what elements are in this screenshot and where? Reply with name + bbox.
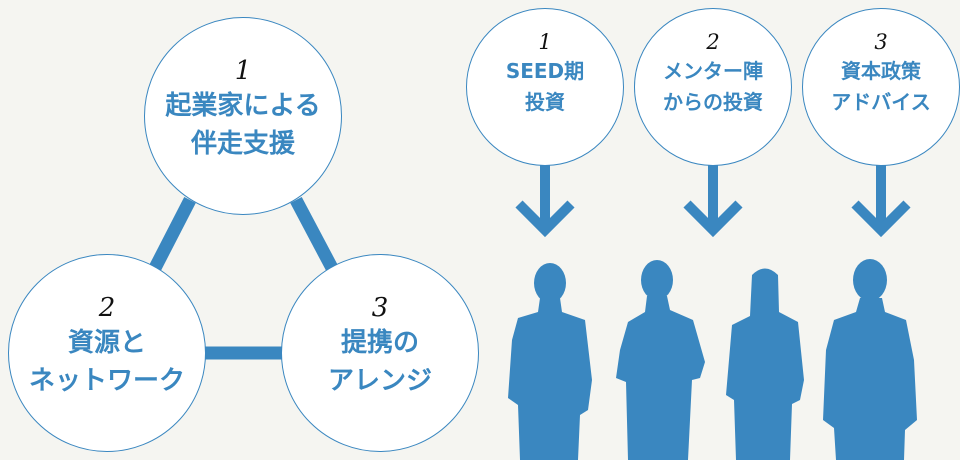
label-line: 伴走支援 [190, 128, 295, 159]
person-silhouette-icon [726, 268, 804, 460]
circle-number: 3 [371, 293, 389, 323]
label-line: ネットワーク [28, 365, 185, 396]
person-silhouette-icon [616, 260, 705, 460]
circle-label: 起業家による伴走支援 [165, 88, 320, 163]
circle-label: 資源とネットワーク [29, 325, 185, 400]
person-silhouette-icon [508, 263, 592, 460]
arrow-down-icon [683, 165, 743, 238]
label-line: 起業家による [165, 91, 321, 121]
circle-number: 1 [234, 56, 252, 86]
label-line: アレンジ [327, 365, 432, 396]
label-line: からの投資 [663, 90, 763, 114]
triangle-circle-1: 1 起業家による伴走支援 [144, 17, 342, 215]
circle-number: 2 [98, 293, 116, 323]
circle-label: 提携のアレンジ [328, 325, 432, 400]
circle-number: 3 [874, 30, 888, 54]
connector-1-3 [290, 196, 338, 272]
label-line: アドバイス [831, 90, 931, 114]
label-line: メンター陣 [663, 59, 763, 83]
connector-1-2 [149, 197, 196, 271]
circle-label: メンター陣からの投資 [663, 56, 763, 118]
circle-number: 2 [706, 30, 720, 54]
person-silhouette-icon [823, 259, 917, 460]
service-circle-3: 3 資本政策アドバイス [802, 8, 960, 166]
service-circle-1: 1 SEED期投資 [466, 8, 624, 166]
service-circle-2: 2 メンター陣からの投資 [634, 8, 792, 166]
arrow-down-icon [515, 165, 575, 238]
label-line: 資本政策 [841, 59, 921, 83]
label-line: 資源と [67, 328, 146, 358]
arrow-down-icon [851, 165, 911, 238]
label-line: 投資 [525, 90, 565, 114]
circle-label: SEED期投資 [506, 56, 584, 118]
circle-label: 資本政策アドバイス [831, 56, 930, 118]
circle-number: 1 [538, 30, 552, 54]
triangle-circle-3: 3 提携のアレンジ [281, 254, 479, 452]
triangle-circle-2: 2 資源とネットワーク [8, 254, 206, 452]
label-line: SEED期 [505, 59, 585, 83]
label-line: 提携の [340, 328, 419, 358]
